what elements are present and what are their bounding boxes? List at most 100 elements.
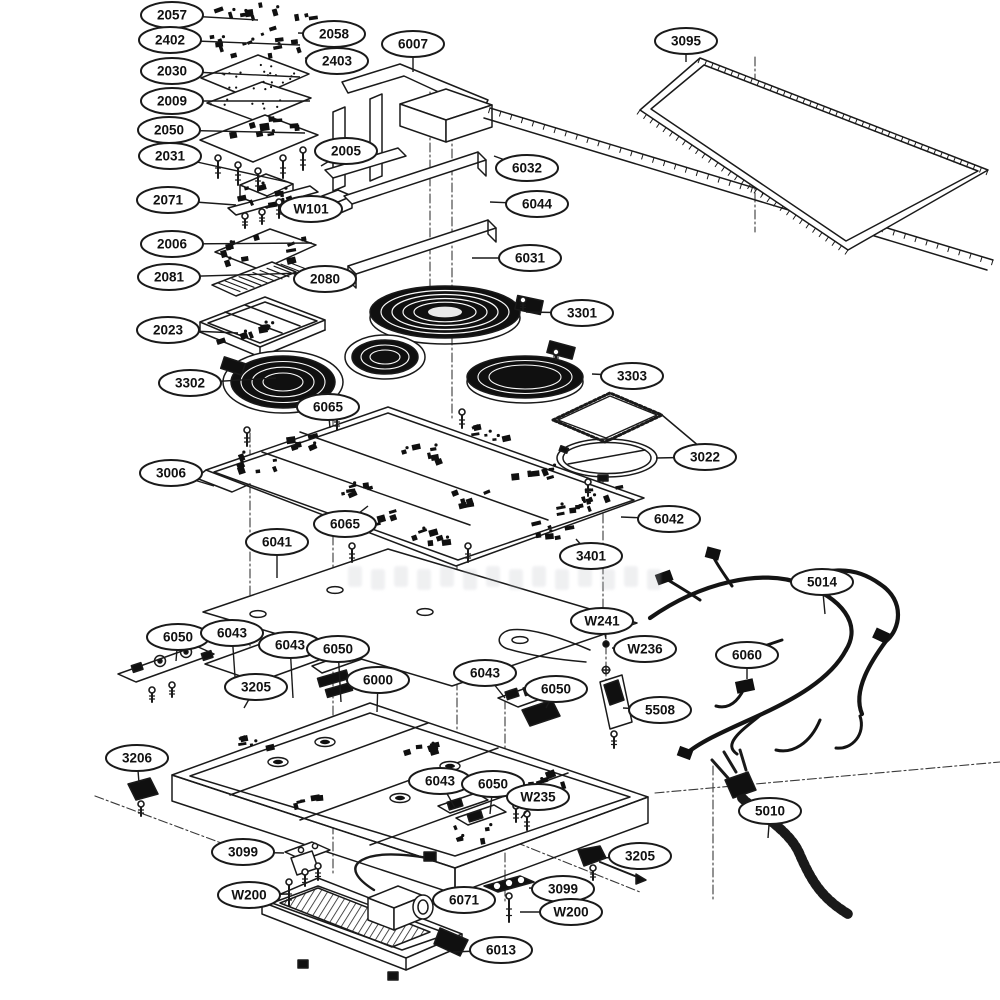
part-label-6042: 6042	[620, 505, 701, 533]
svg-text:6013: 6013	[486, 943, 517, 958]
bracket-5508	[599, 674, 633, 730]
svg-text:2030: 2030	[157, 64, 187, 79]
part-label-5508: 5508	[622, 696, 692, 724]
frame-channels	[321, 63, 994, 289]
part-label-6013: 6013	[452, 936, 533, 964]
part-label-3095: 3095	[654, 27, 718, 62]
svg-text:6043: 6043	[470, 666, 501, 681]
svg-text:5508: 5508	[645, 703, 676, 718]
blower-motor	[354, 851, 437, 931]
svg-text:3006: 3006	[156, 466, 187, 481]
svg-text:3022: 3022	[690, 450, 720, 465]
radiant-element-3303	[466, 340, 584, 404]
part-label-2403: 2403	[304, 47, 369, 75]
part-label-2030: 2030	[140, 57, 301, 85]
part-label-6007: 6007	[381, 30, 445, 72]
svg-text:3401: 3401	[576, 549, 607, 564]
svg-text:2005: 2005	[331, 144, 362, 159]
svg-text:2006: 2006	[157, 237, 188, 252]
svg-text:6043: 6043	[217, 626, 248, 641]
part-label-2058: 2058	[297, 20, 366, 48]
svg-text:2050: 2050	[154, 123, 184, 138]
part-label-W200: W200	[217, 881, 289, 909]
part-label-3006: 3006	[139, 459, 215, 487]
part-label-2057: 2057	[140, 1, 259, 29]
part-label-W200: W200	[520, 898, 603, 926]
bolt-w241	[602, 640, 610, 648]
part-label-W241: W241	[570, 607, 634, 640]
svg-text:6032: 6032	[512, 161, 542, 176]
svg-text:3206: 3206	[122, 751, 153, 766]
svg-text:3301: 3301	[567, 306, 598, 321]
glass-top	[636, 57, 989, 255]
part-label-2071: 2071	[136, 186, 237, 214]
part-label-6041: 6041	[245, 528, 309, 578]
svg-text:6043: 6043	[275, 638, 306, 653]
svg-text:W101: W101	[293, 202, 329, 217]
svg-text:3095: 3095	[671, 34, 702, 49]
part-label-3099: 3099	[528, 875, 595, 903]
pcb-bottom-pair	[437, 792, 507, 826]
control-board-stack	[199, 54, 326, 358]
bracket-3206	[127, 777, 159, 801]
svg-text:5010: 5010	[755, 804, 785, 819]
part-label-3205: 3205	[224, 673, 288, 709]
part-label-6000: 6000	[346, 666, 410, 713]
svg-text:W236: W236	[627, 642, 663, 657]
part-label-2005: 2005	[314, 137, 378, 167]
part-labels: 2057 2058 2402 2403 2030 2009 2050 2031 2005 2071…	[105, 1, 854, 964]
part-label-6071: 6071	[431, 886, 496, 914]
part-label-3301: 3301	[525, 299, 614, 327]
svg-text:6071: 6071	[449, 893, 480, 908]
part-label-6043: 6043	[453, 659, 517, 699]
part-label-2006: 2006	[140, 230, 313, 258]
part-label-6044: 6044	[489, 190, 569, 218]
part-label-2402: 2402	[138, 26, 301, 54]
svg-text:2402: 2402	[155, 33, 185, 48]
svg-text:6065: 6065	[313, 400, 344, 415]
svg-text:6041: 6041	[262, 535, 293, 550]
svg-text:2057: 2057	[157, 8, 187, 23]
part-label-2023: 2023	[136, 316, 239, 344]
bracket-3099-right	[483, 875, 535, 893]
svg-text:2009: 2009	[157, 94, 187, 109]
part-label-6065: 6065	[313, 505, 377, 538]
bottom-tray	[261, 877, 469, 981]
part-label-3022: 3022	[655, 443, 737, 471]
svg-text:W200: W200	[231, 888, 266, 903]
part-label-6050: 6050	[306, 635, 370, 703]
part-label-6043: 6043	[408, 767, 472, 809]
svg-text:6031: 6031	[515, 251, 546, 266]
svg-text:6042: 6042	[654, 512, 684, 527]
radiant-element-3301	[369, 285, 544, 345]
svg-text:6000: 6000	[363, 673, 393, 688]
svg-text:2403: 2403	[322, 54, 353, 69]
part-label-3206: 3206	[105, 744, 169, 784]
part-label-W235: W235	[506, 783, 570, 819]
svg-text:W235: W235	[520, 790, 556, 805]
part-label-6050: 6050	[146, 623, 210, 662]
svg-text:3303: 3303	[617, 369, 648, 384]
part-label-W101: W101	[279, 195, 343, 223]
svg-text:6050: 6050	[163, 630, 193, 645]
svg-text:3302: 3302	[175, 376, 205, 391]
part-label-6043: 6043	[258, 631, 322, 699]
part-label-3401: 3401	[559, 538, 623, 570]
svg-text:2031: 2031	[155, 149, 186, 164]
part-label-2009: 2009	[140, 87, 310, 115]
part-label-W236: W236	[611, 635, 677, 663]
svg-text:6050: 6050	[541, 682, 571, 697]
svg-text:6050: 6050	[478, 777, 508, 792]
svg-text:W241: W241	[584, 614, 620, 629]
svg-text:3099: 3099	[228, 845, 258, 860]
svg-text:3205: 3205	[625, 849, 656, 864]
svg-text:3099: 3099	[548, 882, 578, 897]
svg-text:2081: 2081	[154, 270, 185, 285]
svg-text:6050: 6050	[323, 642, 353, 657]
svg-text:6043: 6043	[425, 774, 456, 789]
svg-text:6007: 6007	[398, 37, 428, 52]
part-label-5010: 5010	[738, 797, 802, 839]
svg-text:2058: 2058	[319, 27, 350, 42]
